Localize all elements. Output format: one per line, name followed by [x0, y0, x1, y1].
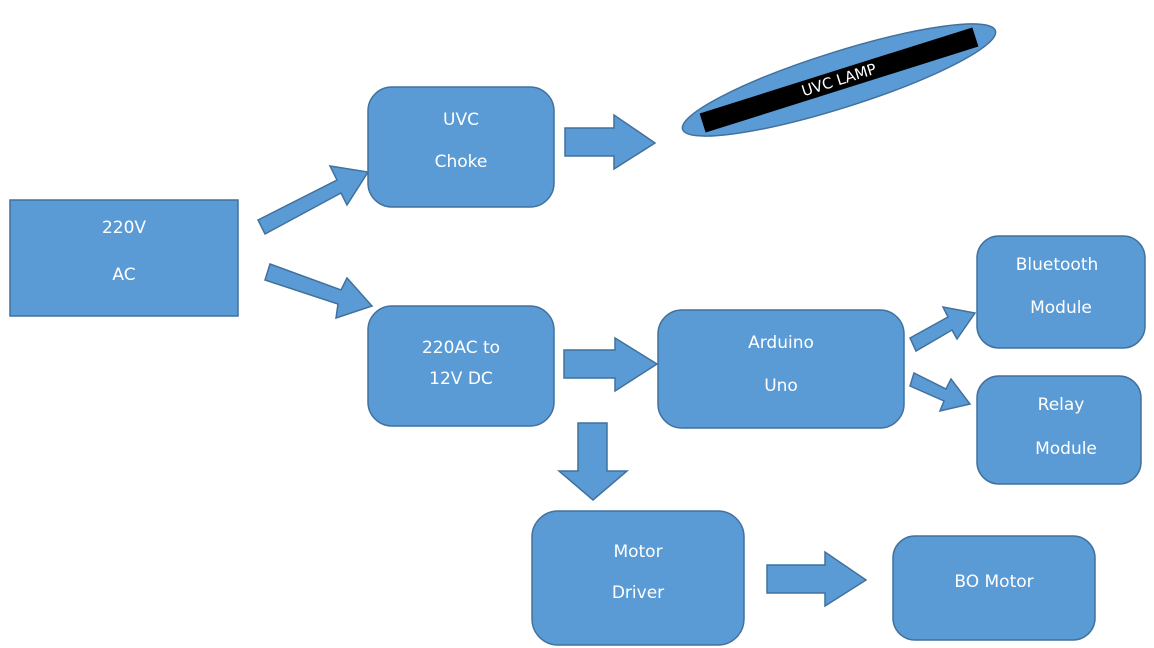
bo-motor-label: BO Motor — [954, 572, 1033, 592]
arduino-line1: Arduino — [748, 333, 814, 353]
uvc-choke-line2: Choke — [435, 152, 488, 172]
bluetooth-line1: Bluetooth — [1016, 255, 1099, 275]
relay-line2: Module — [1035, 439, 1097, 459]
arrow-ac-to-choke — [256, 165, 370, 236]
motor-driver-box — [531, 510, 745, 646]
uvc-lamp: UVC LAMP — [681, 23, 997, 137]
converter-box — [367, 305, 555, 427]
uvc-lamp-tube — [699, 27, 979, 133]
arduino-line2: Uno — [764, 376, 798, 396]
motor-driver-line2: Driver — [612, 583, 664, 603]
uvc-choke-box — [367, 86, 555, 208]
motor-driver-line1: Motor — [613, 542, 662, 562]
relay-box — [976, 375, 1142, 485]
arrow-arduino-to-bluetooth — [909, 305, 977, 353]
relay-line1: Relay — [1038, 395, 1085, 415]
uvc-choke-line1: UVC — [443, 110, 479, 130]
bluetooth-line2: Module — [1030, 298, 1092, 318]
ac-source-box — [9, 199, 239, 317]
ac-source-line2: AC — [112, 265, 135, 285]
arrow-ac-to-converter — [264, 263, 374, 320]
converter-line1: 220AC to — [422, 338, 500, 358]
arrow-converter-to-motor-driver — [556, 422, 630, 501]
bluetooth-box — [976, 235, 1146, 349]
arrow-choke-to-lamp — [564, 113, 657, 171]
arduino-box — [657, 309, 905, 429]
bo-motor-box — [892, 535, 1096, 641]
arrow-arduino-to-relay — [909, 371, 972, 413]
ac-source-line1: 220V — [102, 218, 146, 238]
arrow-converter-to-arduino — [563, 336, 659, 393]
arrow-driver-to-bo-motor — [766, 550, 868, 608]
converter-line2: 12V DC — [429, 369, 493, 389]
